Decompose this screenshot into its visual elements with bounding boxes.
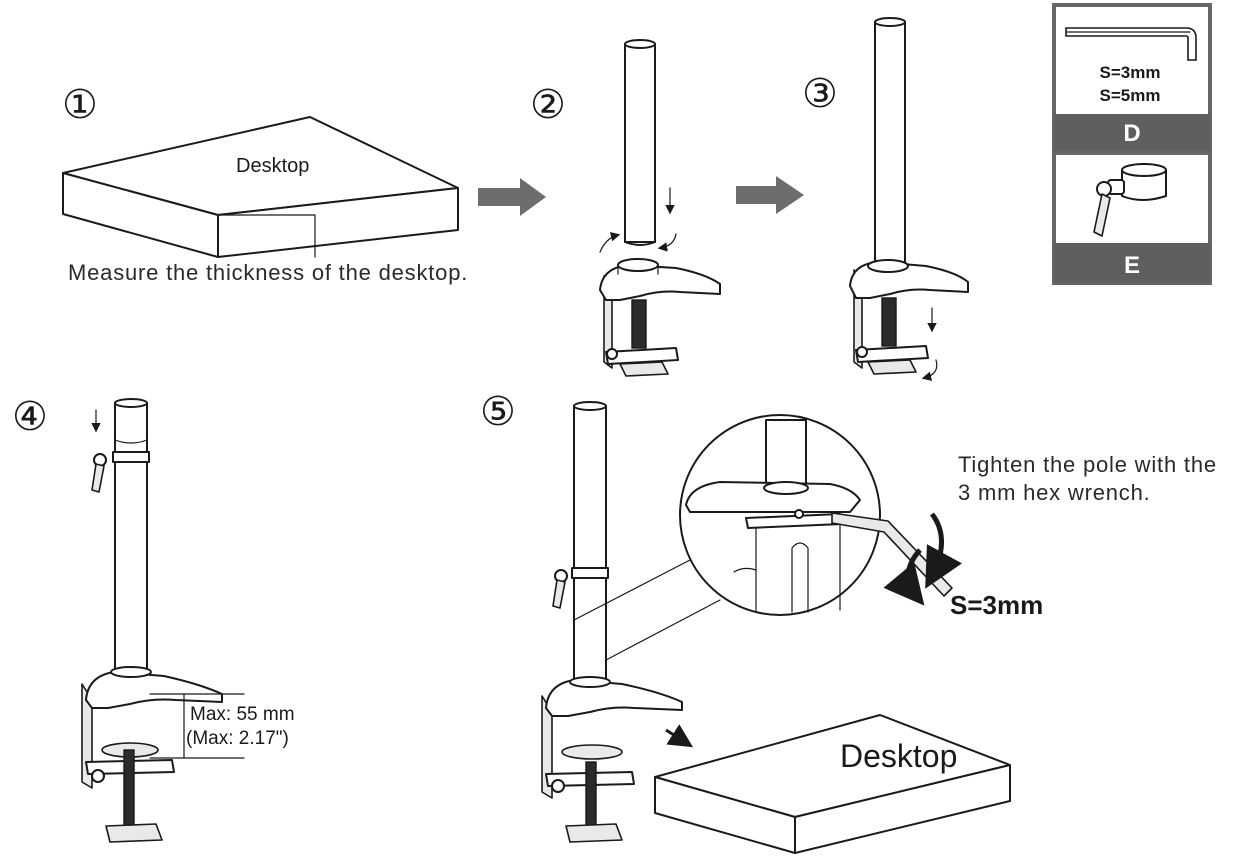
step-2-number: ② — [530, 83, 566, 127]
step-1-desktop-label: Desktop — [236, 155, 309, 177]
step-2-pole — [624, 39, 656, 246]
step-2: ② — [530, 39, 721, 377]
step-4-pole — [114, 398, 148, 674]
step-3: ③ — [802, 17, 969, 381]
step-4: ④ Max: 55 mm (Max: 2.17") — [12, 395, 295, 843]
pole-collar-icon — [1093, 163, 1167, 237]
arrow-step1-to-step2 — [478, 178, 546, 216]
step-2-clamp — [599, 258, 721, 377]
step-5-desktop-slab — [654, 714, 1011, 854]
step-4-number: ④ — [12, 395, 48, 439]
hex-wrench-icon — [1065, 27, 1197, 61]
step-3-clamp — [849, 259, 969, 375]
step-5-pole — [573, 401, 607, 683]
part-d-size-5mm: S=5mm — [1100, 86, 1161, 105]
part-d-label: D — [1123, 120, 1140, 147]
part-e-box: E — [1052, 151, 1212, 285]
step-5-push-arrow — [665, 724, 694, 748]
step-5-instruction-line2: 3 mm hex wrench. — [958, 480, 1151, 505]
step-4-collar — [91, 451, 150, 493]
step-1-number: ① — [62, 83, 98, 127]
step-4-max-dimension — [149, 693, 245, 759]
part-d-box: S=3mm S=5mm D — [1052, 3, 1212, 153]
step-5-wrench-size: S=3mm — [950, 590, 1043, 620]
step-4-clamp — [81, 666, 223, 843]
step-4-max-imperial: (Max: 2.17") — [186, 728, 289, 749]
arrow-step2-to-step3 — [736, 176, 804, 214]
step-5-clamp — [541, 676, 683, 843]
step-1-desktop-slab — [62, 116, 459, 258]
step-5-instruction-line1: Tighten the pole with the — [958, 452, 1217, 477]
part-e-label: E — [1124, 252, 1140, 279]
step-5: ⑤ Desktop — [480, 390, 1217, 854]
step-3-pole — [874, 17, 906, 273]
step-2-rotate-arrow-right — [657, 233, 677, 252]
step-5-desktop-label: Desktop — [840, 738, 957, 774]
step-4-max-metric: Max: 55 mm — [190, 704, 295, 725]
step-5-tighten-rotate-arrow-top — [925, 512, 962, 589]
step-2-rotate-arrow-left — [599, 232, 621, 253]
step-5-collar — [552, 567, 609, 609]
step-1: ① Desktop Measure the thickness of the d… — [62, 83, 468, 285]
step-5-number: ⑤ — [480, 390, 516, 434]
step-3-number: ③ — [802, 72, 838, 116]
part-d-size-3mm: S=3mm — [1100, 63, 1161, 82]
step-3-rotate-arrow — [921, 359, 938, 381]
step-1-caption: Measure the thickness of the desktop. — [68, 260, 468, 285]
step-5-tighten-rotate-arrow-bottom — [883, 548, 925, 606]
step-5-detail-magnifier — [573, 414, 953, 661]
